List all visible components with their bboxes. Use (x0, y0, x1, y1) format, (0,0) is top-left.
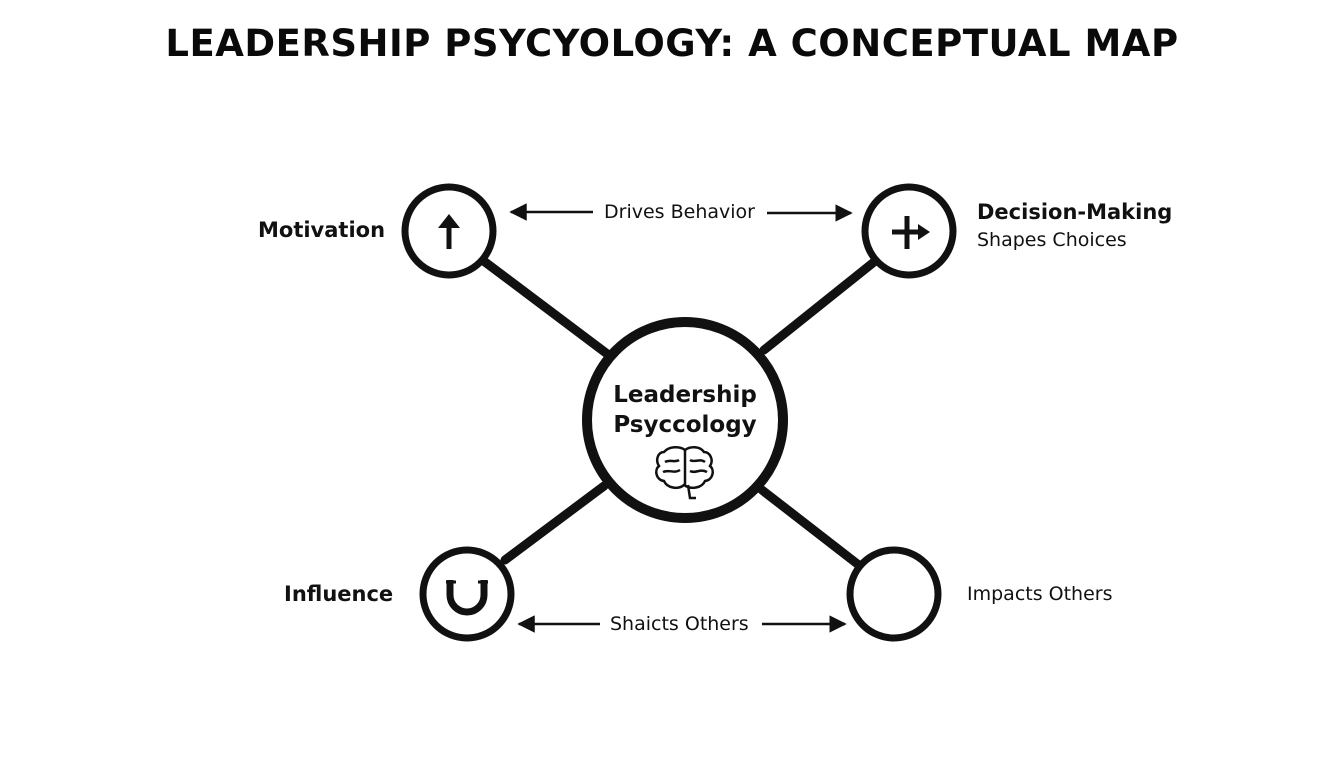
center-label-line2: Psyccology (613, 412, 757, 438)
motivation-label: Motivation (258, 218, 386, 242)
page-title: LEADERSHIP PSYCYOLOGY: A CONCEPTUAL MAP (165, 22, 1179, 65)
influence-label: Influence (284, 582, 394, 606)
arrow-up-icon (438, 214, 460, 249)
spoke-influence (500, 481, 609, 565)
turn-right-arrow-icon (892, 216, 930, 249)
bottom-right-node (846, 546, 942, 642)
spoke-motivation (480, 257, 611, 358)
center-label-line1: Leadership (613, 382, 757, 408)
influence-node (419, 546, 515, 642)
center-node (582, 317, 788, 523)
brain-icon (655, 446, 714, 500)
decision-making-sublabel: Shapes Choices (977, 229, 1127, 251)
bottom-connector-label: Shaicts Others (610, 613, 749, 635)
bottom-right-label: Impacts Others (967, 583, 1113, 605)
top-connector-label: Drives Behavior (604, 201, 755, 223)
spoke-decision-making (759, 257, 879, 355)
decision-making-label: Decision-Making (977, 200, 1173, 224)
spoke-bottom-right (757, 485, 865, 571)
magnet-icon (446, 580, 488, 616)
